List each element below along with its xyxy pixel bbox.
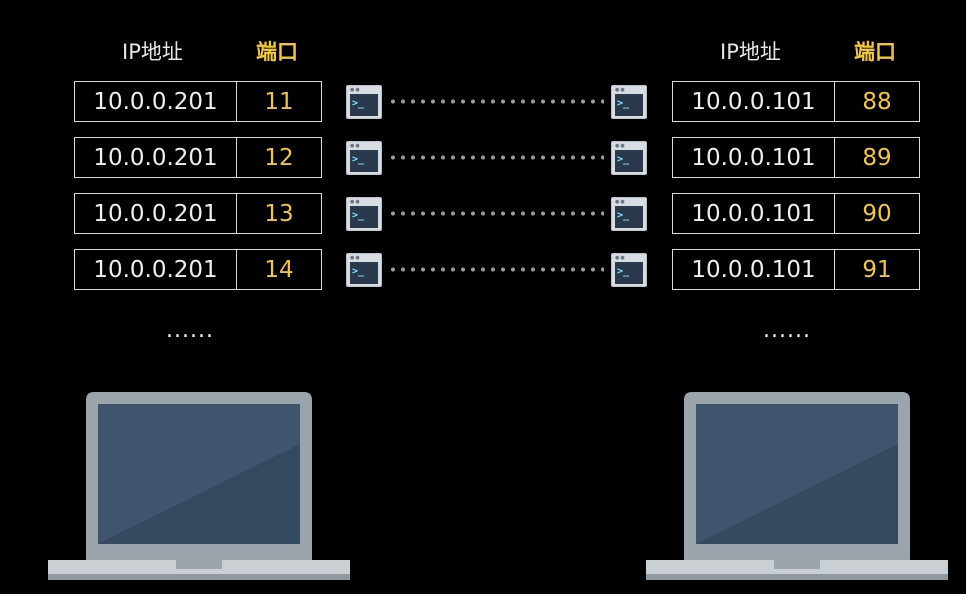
left-more-ellipsis: ...... xyxy=(166,318,214,343)
window-dots: ●● xyxy=(615,87,626,93)
right-connection-row: 10.0.0.101 89 xyxy=(672,137,920,178)
port-cell: 89 xyxy=(862,144,892,171)
terminal-screen: >_ xyxy=(350,94,378,116)
connection-line xyxy=(388,211,604,216)
terminal-icon: ●● >_ xyxy=(611,197,647,231)
right-laptop-icon xyxy=(646,392,948,580)
right-connection-row: 10.0.0.101 90 xyxy=(672,193,920,234)
left-port-header: 端口 xyxy=(256,40,298,64)
terminal-prompt: >_ xyxy=(352,98,365,109)
window-dots: ●● xyxy=(350,255,361,261)
ip-cell: 10.0.0.101 xyxy=(673,82,835,121)
port-cell: 91 xyxy=(862,256,892,283)
right-port-header: 端口 xyxy=(854,40,896,64)
left-connection-row: 10.0.0.201 13 xyxy=(74,193,322,234)
port-cell: 88 xyxy=(862,88,892,115)
ip-cell: 10.0.0.201 xyxy=(75,82,237,121)
terminal-icon: ●● >_ xyxy=(346,197,382,231)
terminal-icon: ●● >_ xyxy=(611,85,647,119)
terminal-screen: >_ xyxy=(615,94,643,116)
terminal-screen: >_ xyxy=(350,206,378,228)
port-cell: 13 xyxy=(264,200,294,227)
left-connection-row: 10.0.0.201 12 xyxy=(74,137,322,178)
terminal-screen: >_ xyxy=(350,150,378,172)
port-cell: 90 xyxy=(862,200,892,227)
ip-cell: 10.0.0.201 xyxy=(75,138,237,177)
terminal-screen: >_ xyxy=(615,206,643,228)
terminal-screen: >_ xyxy=(350,262,378,284)
left-laptop-icon xyxy=(48,392,350,580)
terminal-prompt: >_ xyxy=(617,154,630,165)
right-ip-header: IP地址 xyxy=(720,40,781,64)
terminal-icon: ●● >_ xyxy=(346,253,382,287)
window-dots: ●● xyxy=(615,255,626,261)
ip-cell: 10.0.0.101 xyxy=(673,250,835,289)
terminal-icon: ●● >_ xyxy=(611,253,647,287)
ip-cell: 10.0.0.201 xyxy=(75,194,237,233)
ip-cell: 10.0.0.201 xyxy=(75,250,237,289)
window-dots: ●● xyxy=(615,199,626,205)
window-dots: ●● xyxy=(350,143,361,149)
ip-cell: 10.0.0.101 xyxy=(673,138,835,177)
window-dots: ●● xyxy=(350,87,361,93)
left-connection-row: 10.0.0.201 11 xyxy=(74,81,322,122)
left-connection-row: 10.0.0.201 14 xyxy=(74,249,322,290)
terminal-prompt: >_ xyxy=(352,266,365,277)
terminal-screen: >_ xyxy=(615,262,643,284)
terminal-prompt: >_ xyxy=(617,98,630,109)
terminal-prompt: >_ xyxy=(617,210,630,221)
terminal-prompt: >_ xyxy=(352,154,365,165)
left-ip-header: IP地址 xyxy=(122,40,183,64)
connection-line xyxy=(388,267,604,272)
window-dots: ●● xyxy=(615,143,626,149)
right-connection-row: 10.0.0.101 88 xyxy=(672,81,920,122)
window-dots: ●● xyxy=(350,199,361,205)
terminal-icon: ●● >_ xyxy=(611,141,647,175)
terminal-prompt: >_ xyxy=(617,266,630,277)
ip-cell: 10.0.0.101 xyxy=(673,194,835,233)
connection-line xyxy=(388,99,604,104)
connection-line xyxy=(388,155,604,160)
terminal-prompt: >_ xyxy=(352,210,365,221)
right-more-ellipsis: ...... xyxy=(763,318,811,343)
right-connection-row: 10.0.0.101 91 xyxy=(672,249,920,290)
port-cell: 11 xyxy=(264,88,294,115)
terminal-screen: >_ xyxy=(615,150,643,172)
port-cell: 12 xyxy=(264,144,294,171)
terminal-icon: ●● >_ xyxy=(346,85,382,119)
terminal-icon: ●● >_ xyxy=(346,141,382,175)
port-cell: 14 xyxy=(264,256,294,283)
